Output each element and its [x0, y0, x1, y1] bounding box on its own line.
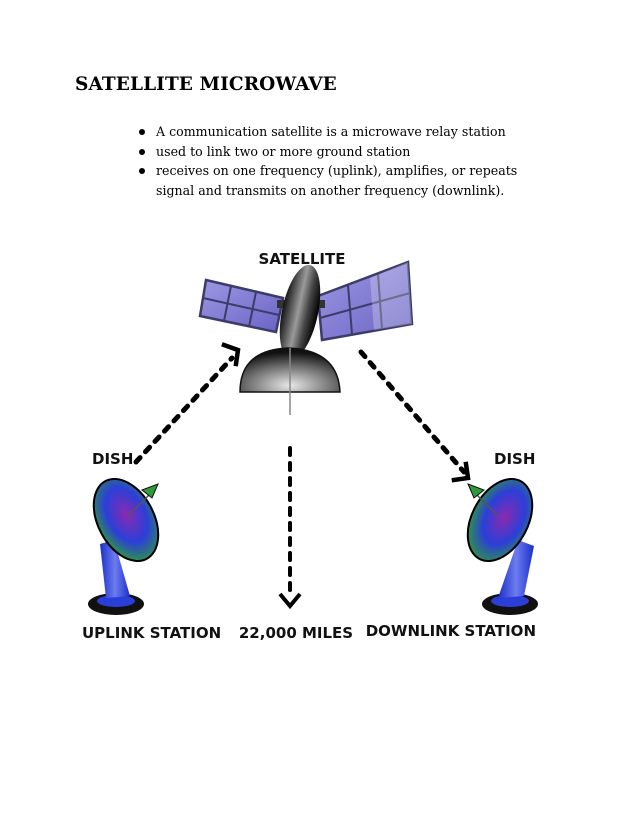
uplink-dish-icon [88, 477, 160, 615]
downlink-station-label: DOWNLINK STATION [366, 622, 536, 640]
bullet-text: used to link two or more ground station [156, 143, 411, 159]
list-item: receives on one frequency (uplink), ampl… [136, 161, 556, 200]
uplink-station-label: UPLINK STATION [82, 624, 221, 642]
left-solar-panel [198, 278, 285, 334]
page-title: SATELLITE MICROWAVE [75, 74, 337, 95]
satellite-label: SATELLITE [259, 250, 346, 268]
right-dish-label: DISH [494, 450, 535, 468]
distance-arrow [278, 446, 302, 610]
uplink-arrow [133, 342, 241, 465]
list-item: used to link two or more ground station [136, 142, 556, 162]
downlink-arrow [358, 349, 471, 483]
satellite-diagram: SATELLITE DISH [82, 250, 538, 642]
left-dish-label: DISH [92, 450, 133, 468]
satellite-body [239, 264, 341, 415]
bullet-list: A communication satellite is a microwave… [136, 122, 556, 200]
bullet-text: receives on one frequency (uplink), ampl… [156, 163, 518, 198]
bullet-icon [139, 129, 145, 135]
bullet-text: A communication satellite is a microwave… [156, 124, 506, 139]
distance-label: 22,000 MILES [239, 624, 353, 642]
bullet-icon [139, 168, 145, 174]
downlink-dish-icon [466, 477, 538, 615]
right-solar-panel [316, 260, 414, 342]
list-item: A communication satellite is a microwave… [136, 122, 556, 142]
bullet-icon [139, 148, 145, 155]
